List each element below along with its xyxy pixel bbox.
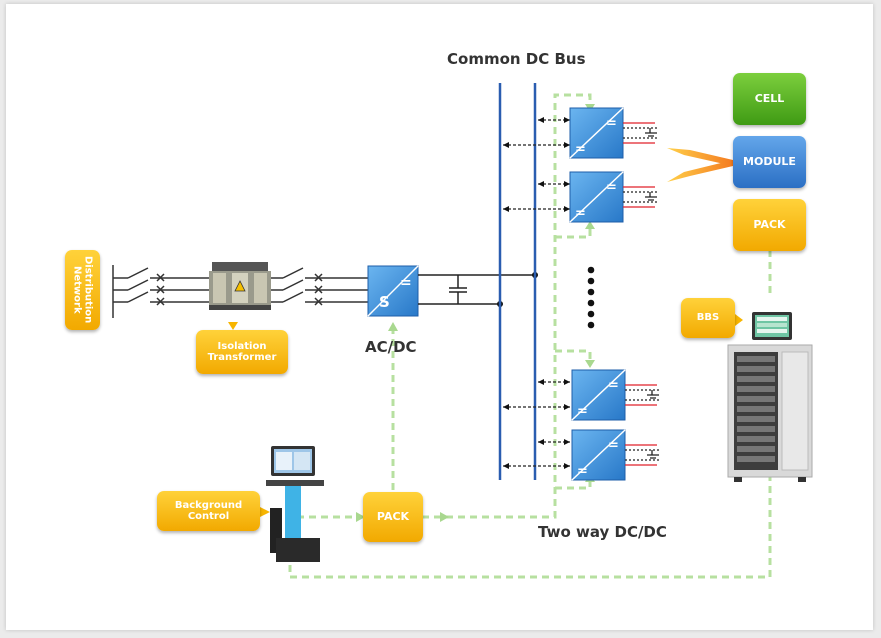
bbs-cabinet-icon <box>727 312 813 482</box>
dcdc-converter-3: = = <box>571 369 626 421</box>
common-dc-bus <box>498 83 537 480</box>
svg-text:=: = <box>608 438 619 453</box>
module-arrows <box>667 148 733 182</box>
ellipsis-dots <box>587 266 595 329</box>
dcdc-label: Two way DC/DC <box>538 523 667 541</box>
distribution-network-tag: Distribution Network <box>65 250 100 330</box>
isolation-callout-pointer <box>228 322 238 330</box>
dcdc-converter-4: = = <box>571 429 626 481</box>
svg-text:=: = <box>606 180 617 195</box>
dcdc-converter-2: = = <box>569 171 624 223</box>
svg-text:=: = <box>575 142 586 157</box>
background-control-tag: Background Control <box>157 491 260 531</box>
dc-link <box>418 274 535 305</box>
svg-text:=: = <box>577 404 588 419</box>
breaker-crosses <box>156 273 323 306</box>
bbs-tag: BBS <box>681 298 735 338</box>
common-dc-bus-title: Common DC Bus <box>447 50 586 68</box>
isolation-transformer-tag: Isolation Transformer <box>196 330 288 374</box>
svg-text:=: = <box>606 116 617 131</box>
cell-tag: CELL <box>733 73 806 125</box>
svg-text:=: = <box>575 206 586 221</box>
background-callout-pointer <box>260 507 270 517</box>
svg-text:=: = <box>577 464 588 479</box>
acdc-label: AC/DC <box>365 338 417 356</box>
acdc-dc-symbol: = <box>400 275 412 291</box>
pack-right-tag: PACK <box>733 199 806 251</box>
svg-text:=: = <box>608 378 619 393</box>
pack-left-tag: PACK <box>363 492 423 542</box>
workstation-icon <box>266 446 324 562</box>
isolation-transformer-icon <box>209 262 271 310</box>
module-tag: MODULE <box>733 136 806 188</box>
dcdc-outputs <box>623 122 660 466</box>
dcdc-converter-1: = = <box>569 107 624 159</box>
inverter-symbol: S <box>379 293 390 311</box>
bus-connection-arrows <box>503 119 570 467</box>
bus-arrowheads <box>503 117 570 469</box>
distribution-network-label: Distribution Network <box>71 256 94 324</box>
bbs-callout-pointer <box>735 314 743 326</box>
ac-dc-converter: S = <box>367 265 419 317</box>
